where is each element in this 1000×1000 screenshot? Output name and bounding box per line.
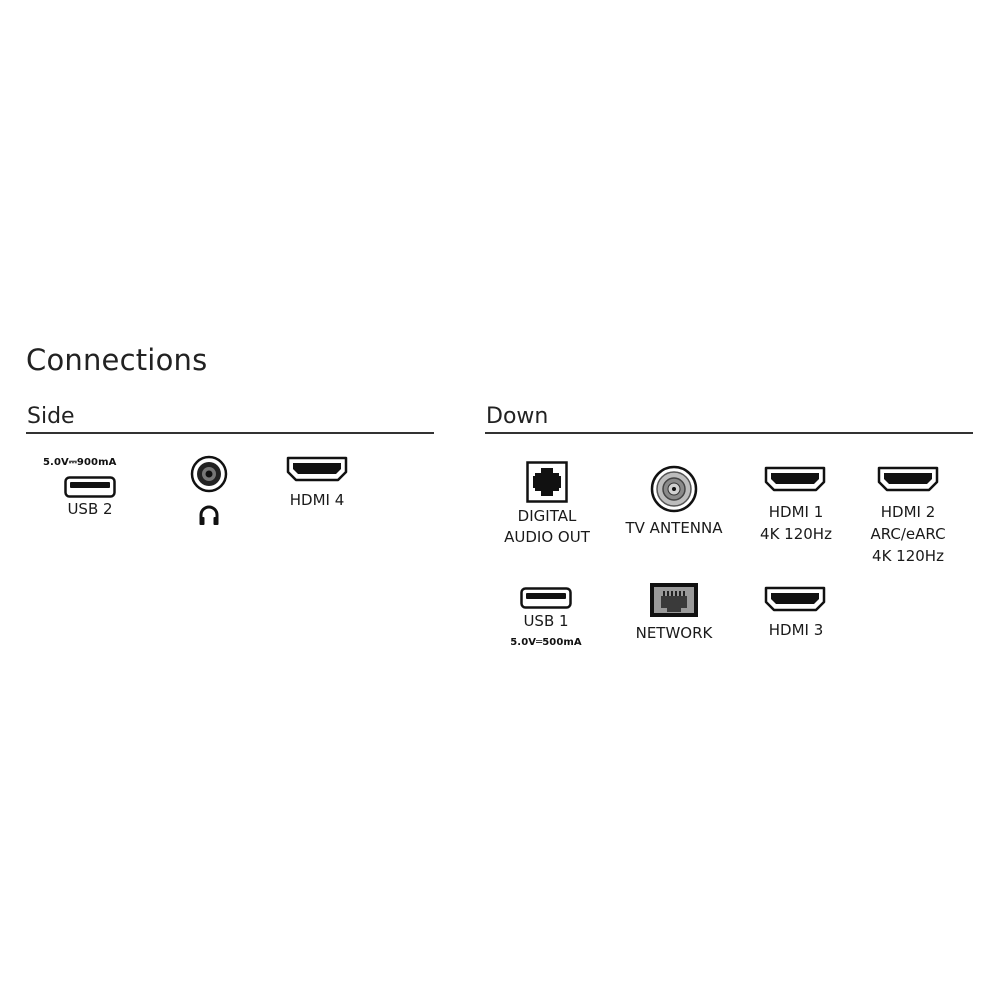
hdmi-icon [764,586,826,612]
digital-audio-label-2: AUDIO OUT [504,528,590,546]
ethernet-icon [649,582,699,618]
headphones-icon [197,503,221,527]
hdmi-icon [877,466,939,492]
hdmi2-spec: 4K 120Hz [872,547,944,565]
hdmi4-label: HDMI 4 [289,491,345,509]
hdmi1-spec: 4K 120Hz [760,525,832,543]
hdmi3-label: HDMI 3 [768,621,824,639]
hdmi1-label: HDMI 1 [768,503,824,521]
coax-antenna-icon [650,465,698,513]
usb-icon [520,587,572,609]
usb2-label: USB 2 [67,500,113,518]
network-label: NETWORK [635,624,713,642]
usb1-label: USB 1 [523,612,569,630]
hdmi2-arc: ARC/eARC [870,525,946,543]
page-title: Connections [26,343,208,377]
usb-icon [64,476,116,498]
usb2-spec: 5.0V⎓900mA [43,457,117,468]
down-divider [485,432,973,434]
optical-audio-icon [526,461,568,503]
section-label-side: Side [27,404,75,429]
hdmi-icon [286,456,348,482]
headphone-jack-icon [190,455,228,493]
usb1-spec: 5.0V═500mA [510,637,582,648]
section-label-down: Down [486,404,549,429]
antenna-label: TV ANTENNA [625,519,723,537]
hdmi-icon [764,466,826,492]
hdmi2-label: HDMI 2 [880,503,936,521]
side-divider [26,432,434,434]
digital-audio-label-1: DIGITAL [517,507,577,525]
